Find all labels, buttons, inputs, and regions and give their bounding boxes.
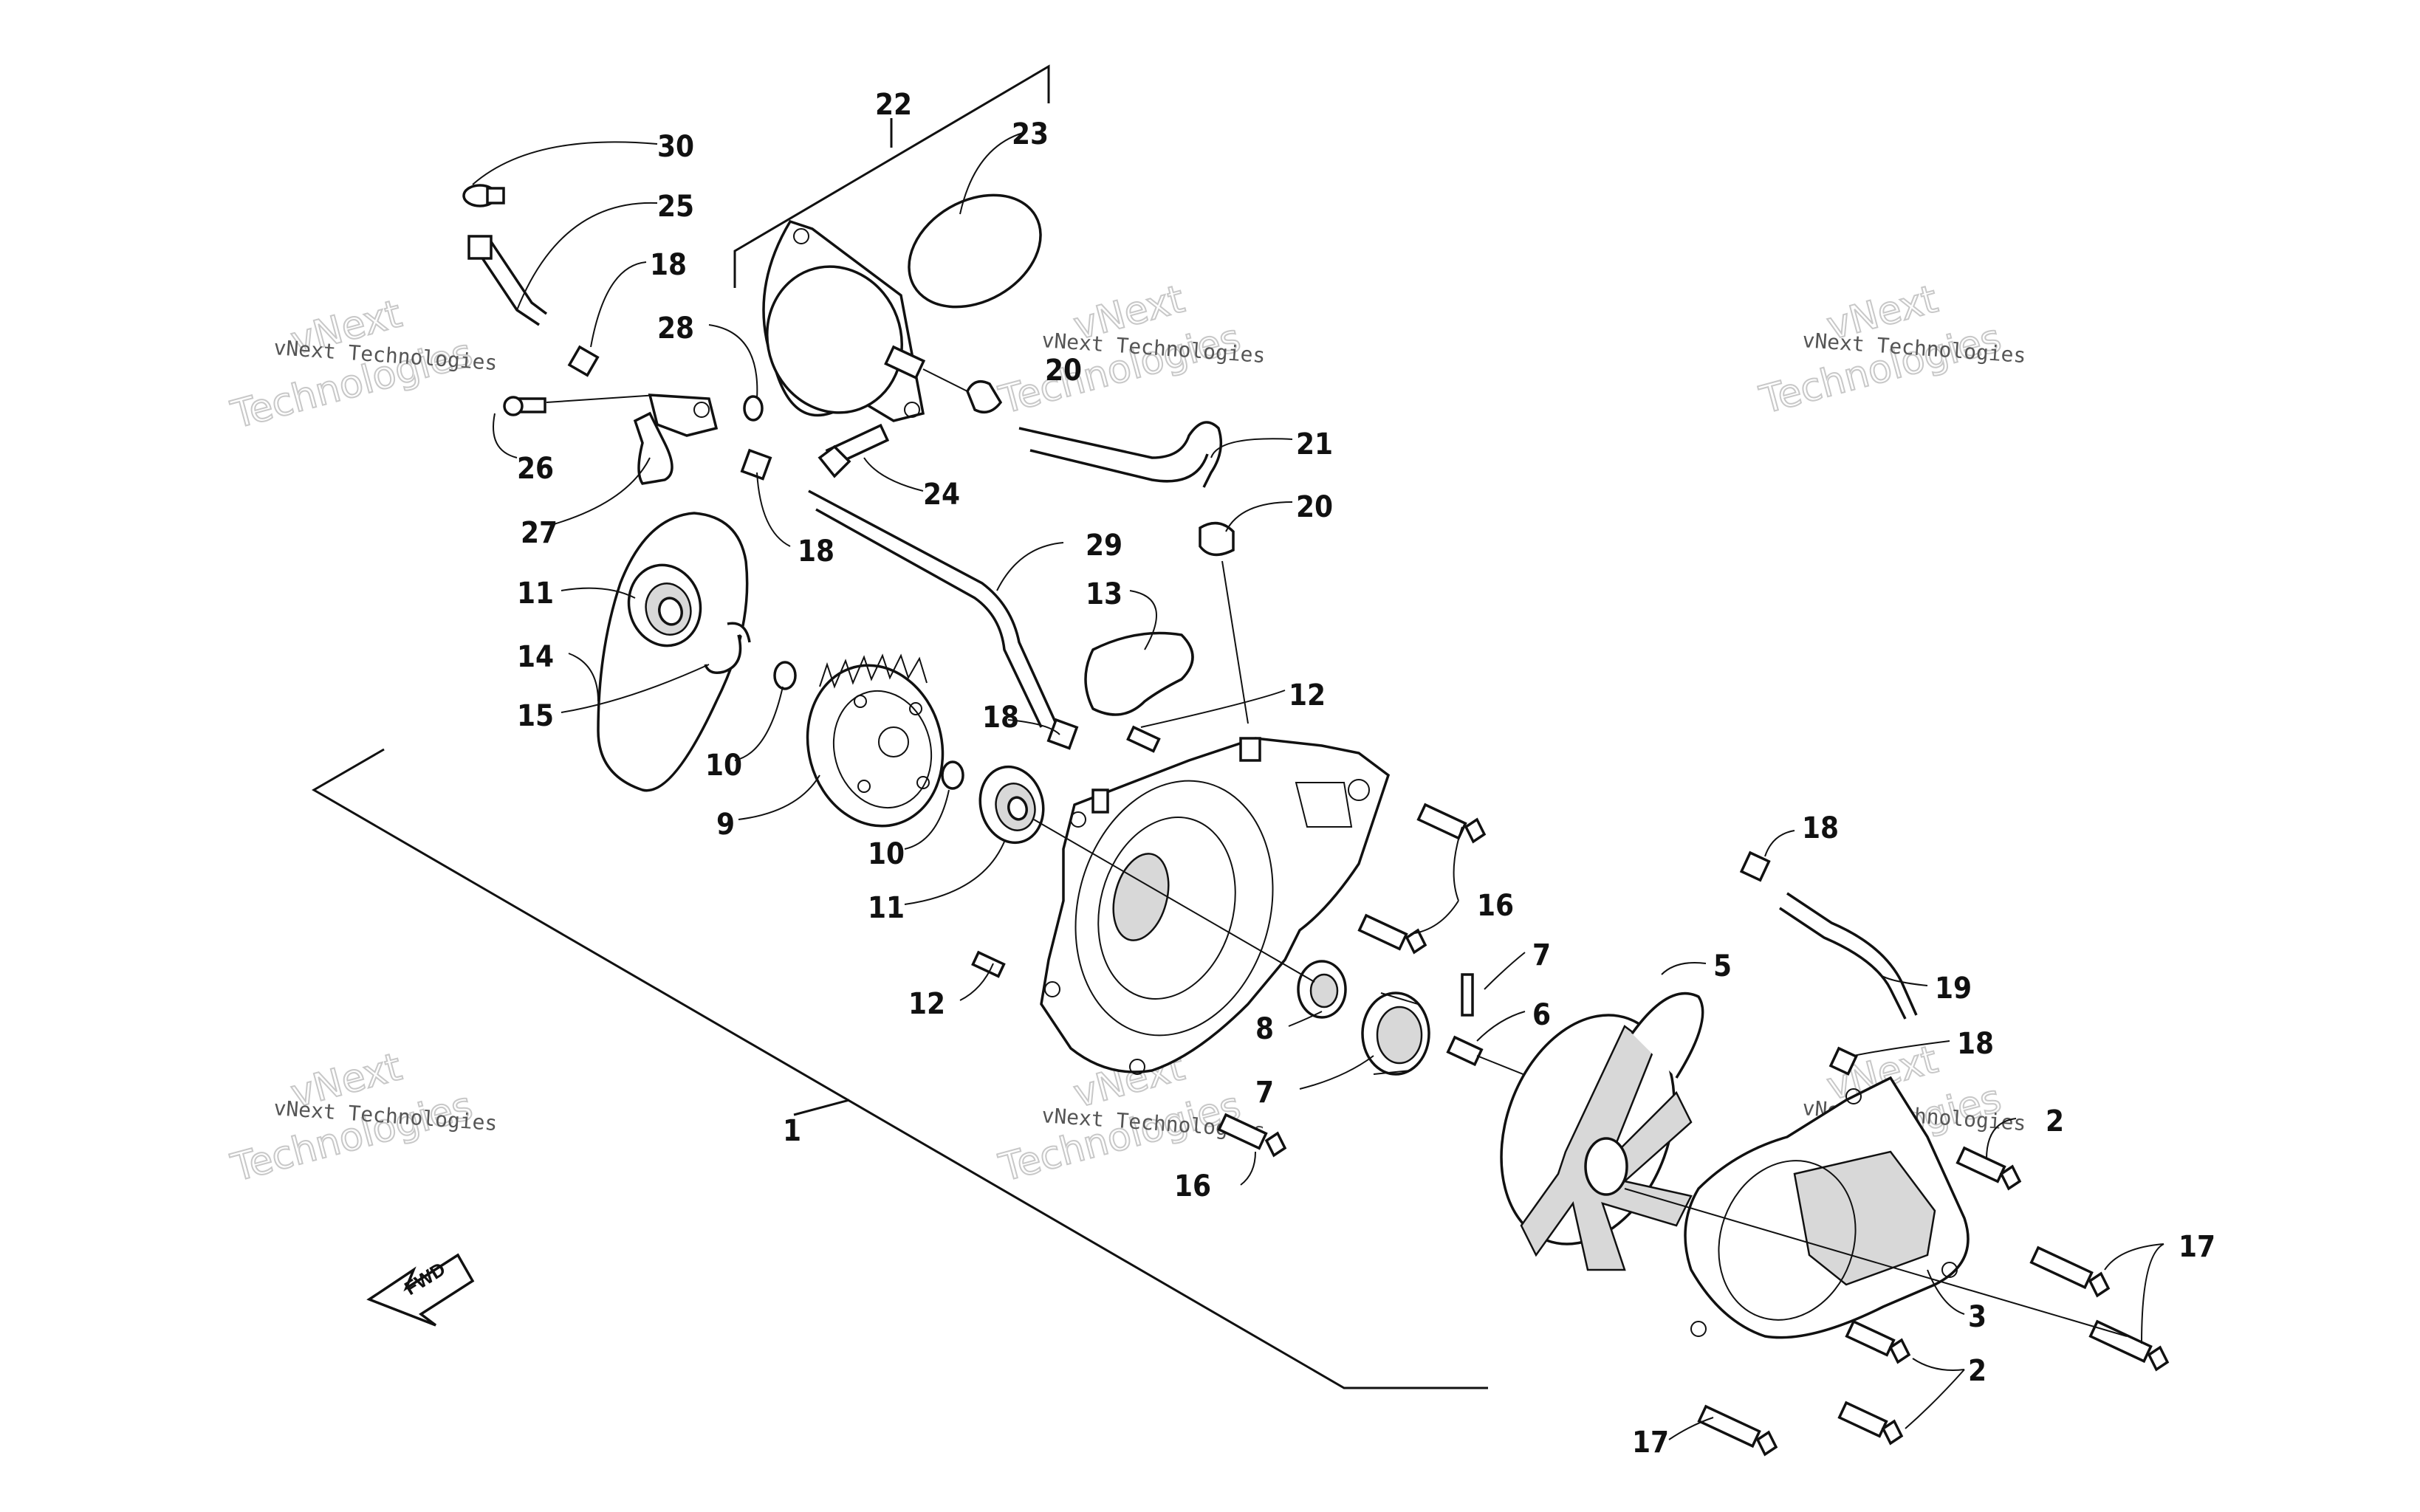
callout-4: 5 bbox=[1713, 949, 1732, 983]
callout-13: 13 bbox=[1086, 577, 1122, 611]
callout-30: 30 bbox=[657, 130, 694, 164]
watermark-top-left: vNext Technologies vNext Technologies bbox=[226, 291, 498, 439]
hose-clamp-20-upper bbox=[966, 379, 1003, 414]
hose-21 bbox=[1018, 421, 1223, 488]
callout-20-lower: 20 bbox=[1296, 490, 1333, 524]
bearing-11-upper bbox=[627, 563, 702, 647]
callout-5: 6 bbox=[1532, 998, 1551, 1032]
callout-27: 27 bbox=[521, 516, 558, 550]
callout-9: 9 bbox=[716, 808, 735, 842]
o-ring-28 bbox=[743, 395, 764, 422]
dowel-pin-12-upper bbox=[1126, 725, 1161, 753]
bolt-2-upper bbox=[1955, 1146, 2022, 1191]
callout-2-upper: 2 bbox=[2046, 1104, 2064, 1138]
bearing-11-lower bbox=[978, 765, 1045, 845]
washer-10-upper bbox=[773, 661, 797, 690]
assembly-bracket-22 bbox=[733, 64, 1050, 288]
fitting-18-top bbox=[567, 345, 600, 377]
callout-16-bottom: 16 bbox=[1174, 1169, 1211, 1203]
callout-11-lower: 11 bbox=[868, 891, 905, 925]
hose-29 bbox=[808, 489, 1058, 728]
fitting-18-right-upper bbox=[1739, 850, 1771, 882]
hose-19 bbox=[1779, 892, 1918, 1020]
callout-1: 1 bbox=[783, 1114, 801, 1148]
fitting-18-right-lower bbox=[1828, 1046, 1858, 1076]
clamp-30 bbox=[462, 184, 505, 207]
bolt-2-middle bbox=[1845, 1319, 1911, 1364]
snap-ring-15 bbox=[704, 622, 751, 674]
fitting-18-lower bbox=[1046, 718, 1079, 750]
gear-9 bbox=[806, 653, 945, 828]
callout-16-right: 16 bbox=[1477, 889, 1514, 923]
bolt-16-lower bbox=[1217, 1113, 1287, 1158]
callout-8: 8 bbox=[1255, 1012, 1274, 1046]
callout-25: 25 bbox=[657, 190, 694, 224]
callout-18-mid: 18 bbox=[798, 535, 834, 568]
callout-18-right-top: 18 bbox=[1802, 811, 1839, 845]
pin-6 bbox=[1461, 973, 1474, 1017]
callout-21: 21 bbox=[1296, 427, 1333, 461]
callout-labels: 30 25 18 28 26 27 18 22 23 24 20 21 20 2… bbox=[517, 88, 2215, 1460]
callout-15: 15 bbox=[517, 699, 554, 733]
callout-12-upper: 12 bbox=[1289, 678, 1326, 712]
fwd-arrow: FWD bbox=[366, 1253, 475, 1327]
watermark-top-right: vNext Technologies vNext Technologies bbox=[1755, 276, 2027, 424]
bolt-17-upper bbox=[2029, 1245, 2111, 1298]
canister-assembly-22 bbox=[762, 219, 968, 422]
o-ring-23 bbox=[908, 193, 1042, 309]
elbow-fitting-27 bbox=[633, 394, 719, 485]
callout-6: 7 bbox=[1532, 938, 1551, 972]
callout-24: 24 bbox=[923, 478, 960, 512]
callout-14: 14 bbox=[517, 640, 554, 674]
seal-7 bbox=[1361, 992, 1430, 1076]
assembly-bracket-1 bbox=[312, 748, 1488, 1389]
fitting-18-mid bbox=[740, 448, 772, 481]
dowel-pin-12-lower bbox=[971, 950, 1006, 978]
callout-17-bottom: 17 bbox=[1632, 1426, 1669, 1460]
callout-22: 22 bbox=[875, 88, 912, 122]
callout-10-upper: 10 bbox=[705, 749, 742, 783]
callout-18-top: 18 bbox=[650, 248, 687, 282]
bolt-17-middle bbox=[2088, 1319, 2170, 1372]
callout-29: 29 bbox=[1086, 529, 1122, 563]
bolt-26 bbox=[503, 396, 546, 416]
callout-11-upper: 11 bbox=[517, 577, 554, 611]
callout-18-lower: 18 bbox=[982, 701, 1019, 735]
seal-8 bbox=[1297, 960, 1347, 1019]
callout-19: 19 bbox=[1935, 972, 1972, 1006]
watermark-bottom-left: vNext Technologies vNext Technologies bbox=[226, 1044, 498, 1192]
callout-28: 28 bbox=[657, 312, 694, 346]
pump-housing-3 bbox=[1684, 1076, 1970, 1339]
bolt-24 bbox=[817, 423, 890, 478]
gasket-13 bbox=[1084, 631, 1194, 716]
callout-3: 3 bbox=[1968, 1300, 1987, 1334]
leader-lines bbox=[472, 132, 2164, 1440]
callout-23: 23 bbox=[1012, 117, 1049, 151]
bolt-17-lower bbox=[1697, 1404, 1778, 1457]
callout-12-lower: 12 bbox=[908, 987, 945, 1021]
callout-17-right: 17 bbox=[2179, 1230, 2215, 1264]
hose-end-25 bbox=[467, 235, 493, 260]
impeller-4 bbox=[1500, 992, 1704, 1271]
callout-7: 7 bbox=[1255, 1076, 1274, 1110]
callout-20-upper: 20 bbox=[1045, 354, 1082, 388]
bolt-2-lower bbox=[1837, 1401, 1904, 1446]
housing-cover-1 bbox=[1040, 737, 1391, 1075]
callout-18-right-bottom: 18 bbox=[1957, 1027, 1994, 1061]
callout-2-lower: 2 bbox=[1968, 1354, 1987, 1388]
washer-10-lower bbox=[941, 760, 964, 790]
watermark-top-center: vNext Technologies vNext Technologies bbox=[994, 276, 1266, 424]
callout-10-lower: 10 bbox=[868, 837, 905, 871]
bolt-16-middle bbox=[1357, 913, 1427, 955]
callout-26: 26 bbox=[517, 452, 554, 486]
bolt-16-upper bbox=[1416, 803, 1487, 844]
hose-clamp-20-lower bbox=[1199, 521, 1235, 557]
